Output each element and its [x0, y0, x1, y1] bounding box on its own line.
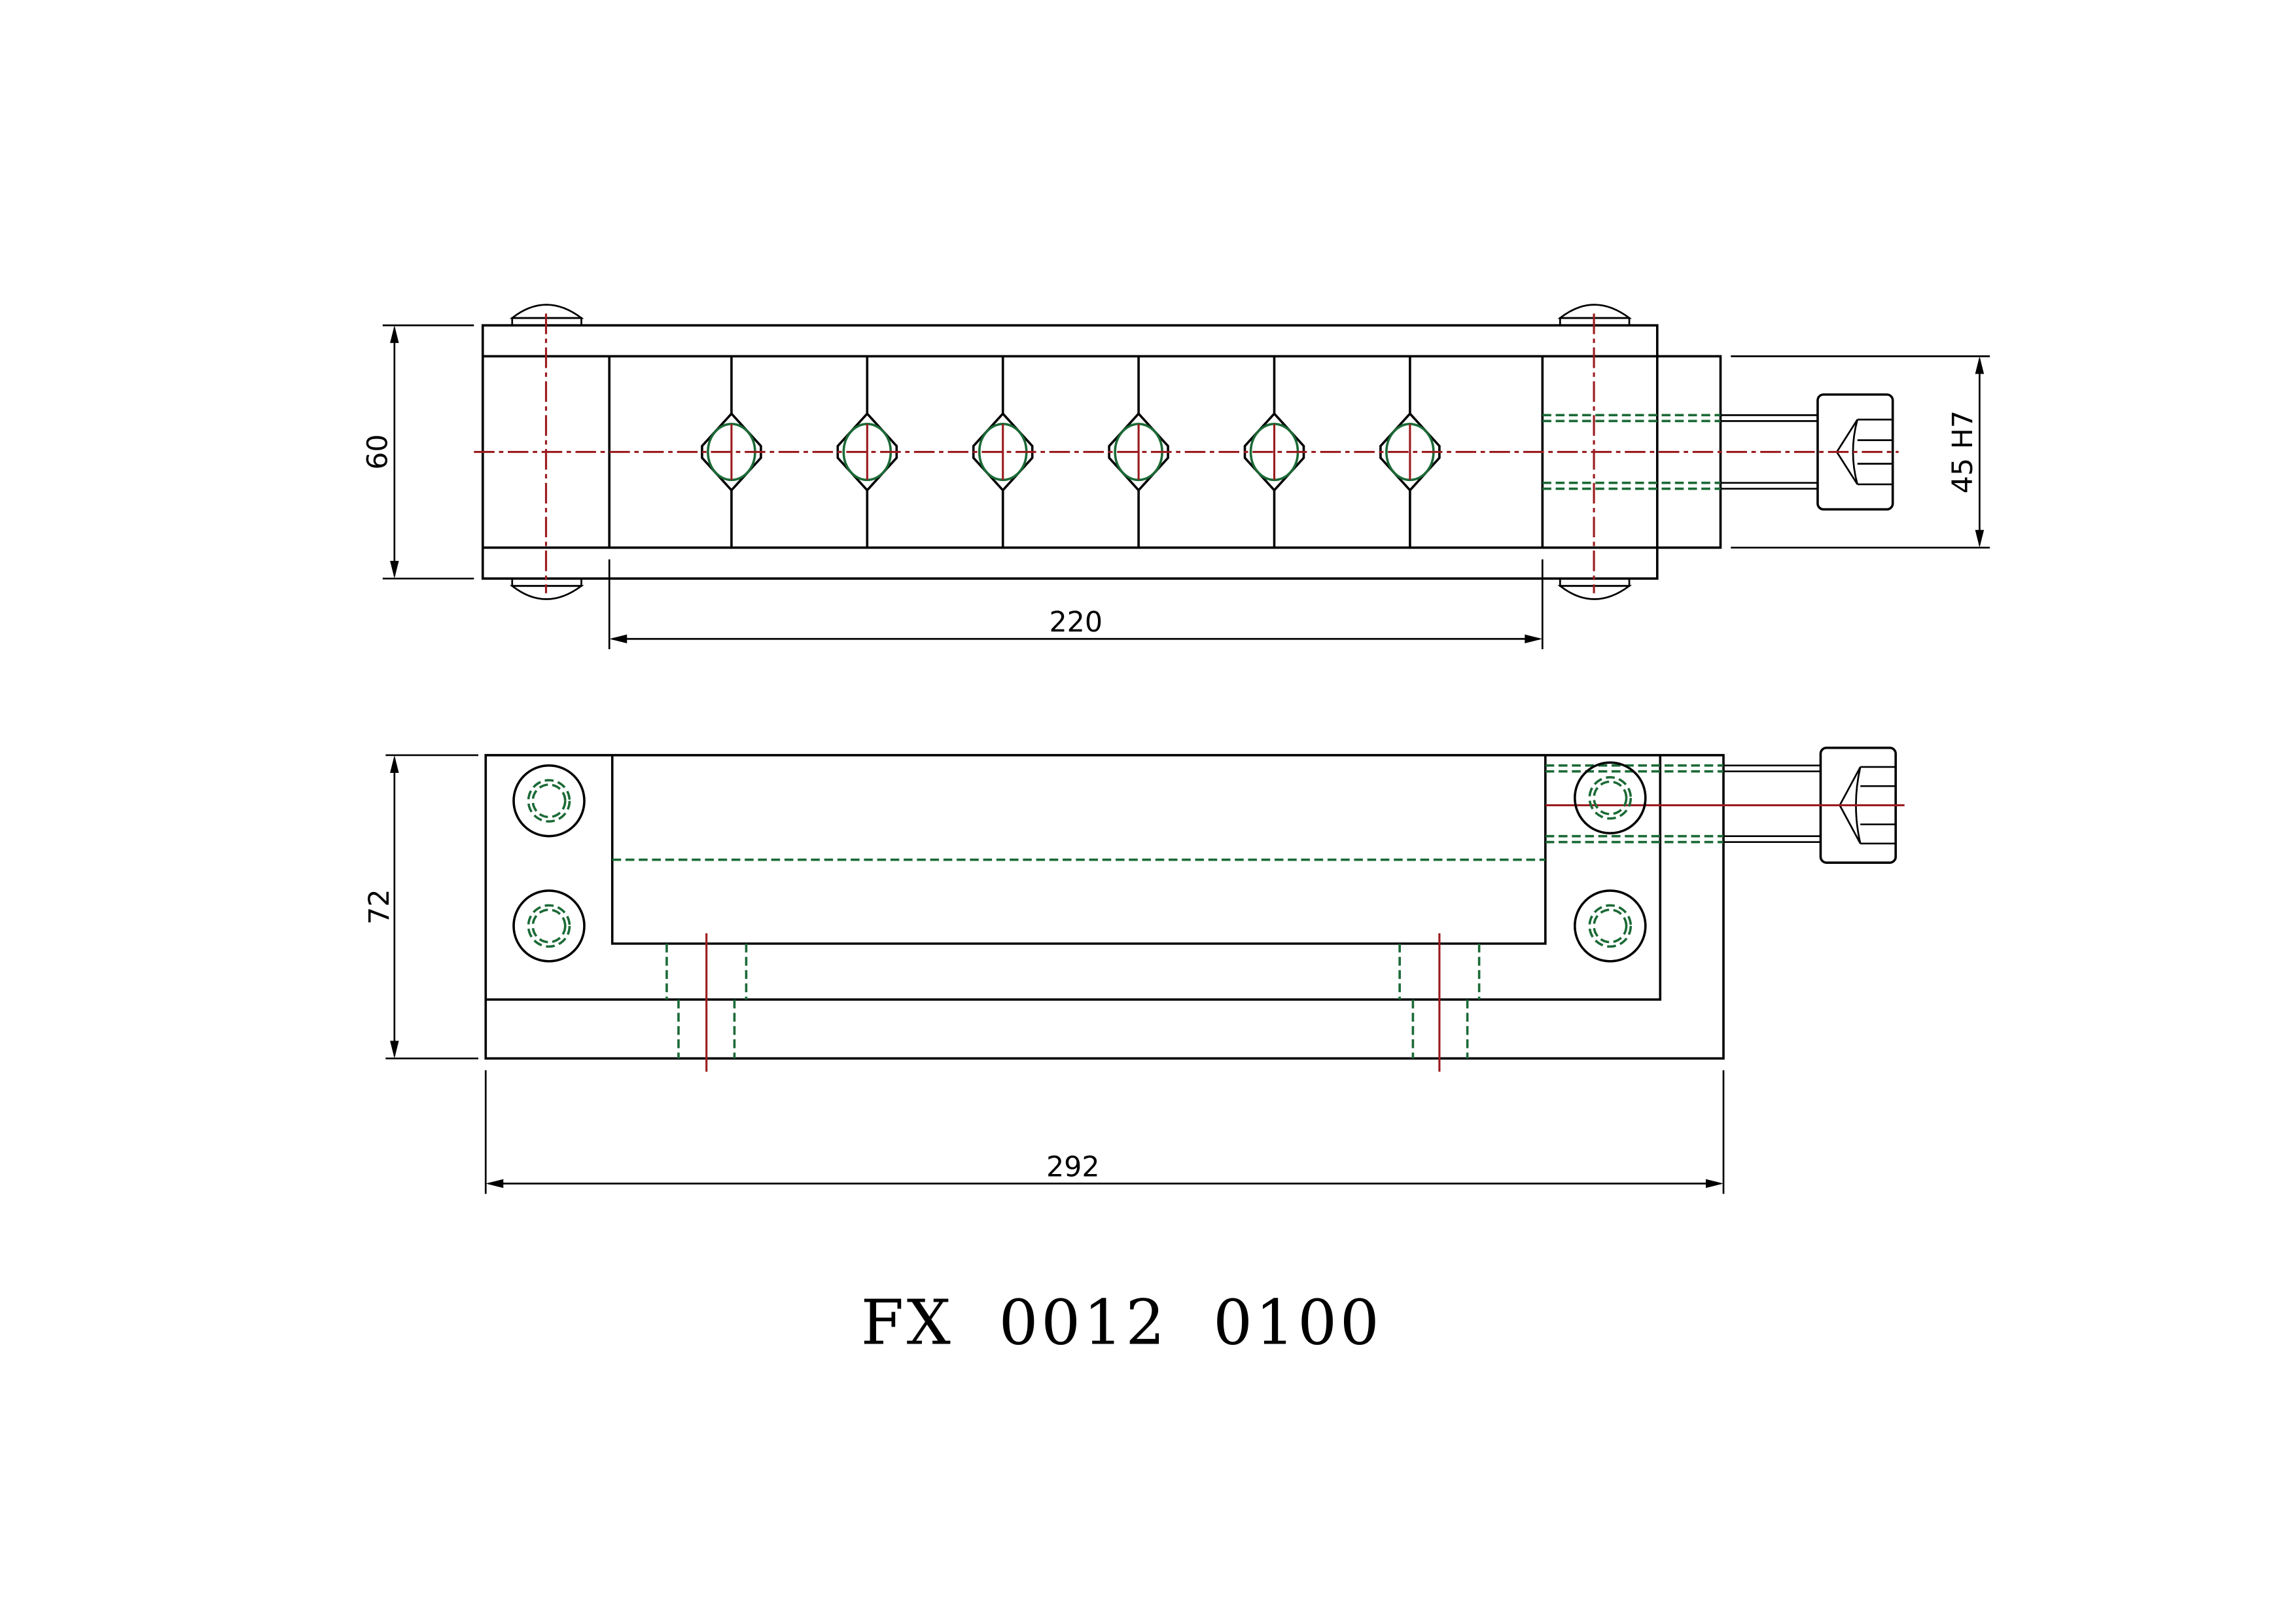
- dimension-292-label: 292: [1046, 1150, 1100, 1183]
- side-u-channel: [610, 755, 1547, 945]
- side-base-line: [486, 755, 1662, 1001]
- bolt-hole-bottom-left: [512, 889, 586, 963]
- dimension-72-label: 72: [363, 889, 396, 924]
- v-block-diamond: [701, 412, 762, 492]
- bolt-hole-top-right: [1574, 761, 1647, 834]
- v-block-diamond: [836, 412, 898, 492]
- dimension-45-h7: 45 H7: [1731, 355, 1990, 549]
- dimension-220-label: 220: [1050, 606, 1103, 639]
- dimension-45-h7-label: 45 H7: [1947, 410, 1979, 493]
- side-hidden-bore-lines: [1545, 764, 1723, 844]
- side-body-outline: [484, 754, 1725, 1060]
- v-block-diamond: [1108, 412, 1169, 492]
- hidden-bore-lines-top: [1542, 414, 1721, 490]
- dimension-220: 220: [608, 559, 1544, 650]
- dimension-72: 72: [363, 754, 479, 1060]
- v-block-diamond: [972, 412, 1034, 492]
- bolt-hole-bottom-right: [1574, 889, 1647, 963]
- clamp-rod-top: [1720, 414, 1818, 490]
- dimension-292: 292: [484, 1070, 1725, 1194]
- dimension-60-label: 60: [362, 434, 395, 469]
- dimension-60: 60: [362, 324, 474, 580]
- v-block-diamond: [1379, 412, 1441, 492]
- v-block-diamond: [1243, 412, 1305, 492]
- counterbore-right: [1398, 933, 1481, 1072]
- counterbore-left: [665, 933, 748, 1072]
- clamp-rod-side: [1723, 764, 1821, 844]
- side-view: 72 292: [363, 746, 1905, 1194]
- bolt-hole-top-left: [512, 764, 586, 838]
- drawing-title: FX 0012 0100: [861, 1287, 1383, 1359]
- top-view: 60 45 H7 220: [362, 304, 1990, 650]
